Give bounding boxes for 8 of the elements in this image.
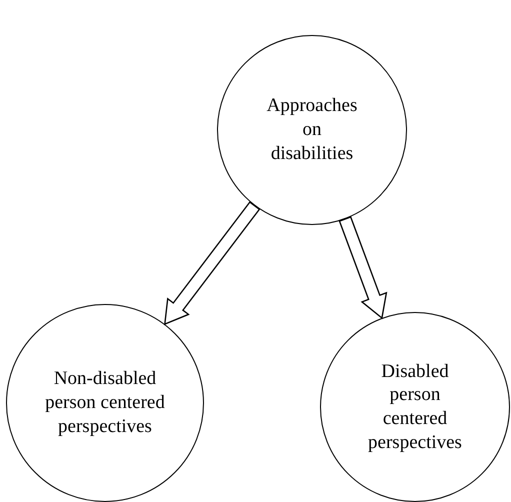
topic-circle xyxy=(6,304,204,502)
node-label: Approaches on disabilities xyxy=(266,94,358,166)
node-label: Non-disabled person centered perspectives xyxy=(45,367,165,439)
block-arrow xyxy=(164,201,260,326)
topic-circle xyxy=(217,35,407,225)
topic-circle xyxy=(320,312,510,502)
node-label: Disabled person centered perspectives xyxy=(367,360,463,454)
block-arrow xyxy=(338,216,388,320)
